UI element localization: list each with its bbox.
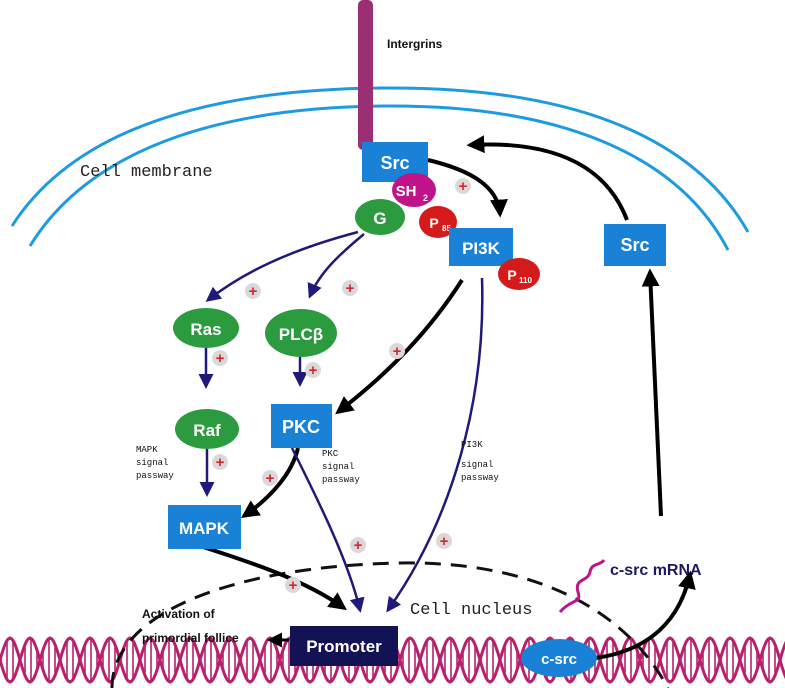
activation-line2: primordial follice: [142, 631, 239, 645]
plus-marker: +: [389, 343, 405, 360]
plus-symbol: +: [354, 537, 363, 554]
sh2-node: SH 2: [392, 173, 436, 207]
plus-symbol: +: [216, 350, 225, 367]
src-right-label: Src: [620, 235, 649, 255]
plus-marker: +: [245, 283, 261, 300]
p85-subscript: 85: [442, 224, 451, 233]
plus-marker: +: [436, 533, 452, 550]
plus-symbol: +: [393, 343, 402, 360]
arrow-mapk-to-promoter: [199, 544, 347, 611]
mapk-pathway-line2: signal: [136, 458, 168, 468]
plus-marker: +: [285, 577, 301, 594]
pi3k-label: PI3K: [462, 239, 501, 258]
sh2-label: SH: [396, 183, 417, 200]
c-src-gene-node: c-src: [521, 639, 597, 677]
pkc-pathway-line1: PKC: [322, 449, 339, 459]
plus-symbol: +: [249, 283, 258, 300]
cell-membrane: [10, 86, 750, 251]
plus-marker: +: [455, 178, 471, 195]
mapk-node: MAPK: [168, 505, 241, 549]
g-label: G: [373, 209, 386, 228]
dna-strand-b: [0, 636, 785, 684]
mrna-squiggle: [558, 559, 606, 614]
cell-nucleus-label: Cell nucleus: [410, 601, 532, 620]
pkc-node: PKC: [271, 404, 332, 448]
raf-node: Raf: [175, 409, 239, 449]
arrow-pkc-to-promoter: [290, 447, 365, 613]
plus-marker: +: [350, 537, 366, 554]
plcb-node: PLCβ: [265, 309, 337, 357]
p110-node: P 110: [498, 258, 540, 290]
ras-label: Ras: [190, 320, 221, 339]
activation-line1: Activation of: [142, 607, 216, 621]
promoter-node: Promoter: [290, 626, 398, 666]
ras-node: Ras: [173, 308, 239, 348]
arrow-src-to-pi3k: [427, 158, 508, 218]
arrow-g-to-plcb: [307, 233, 365, 299]
pkc-pathway-label: PKC signal passway: [322, 449, 360, 485]
plus-symbol: +: [440, 533, 449, 550]
pi3k-pathway-line2: signal: [461, 460, 493, 470]
mapk-label: MAPK: [179, 519, 230, 538]
plus-markers: + + + + + + + + + + +: [212, 178, 471, 594]
pkc-pathway-line2: signal: [322, 462, 354, 472]
p85-node: P 85: [419, 206, 457, 238]
plus-marker: +: [212, 454, 228, 471]
arrow-pi3k-to-pkc: [335, 278, 464, 415]
plus-symbol: +: [459, 178, 468, 195]
plus-marker: +: [262, 470, 278, 487]
plus-symbol: +: [216, 454, 225, 471]
plus-marker: +: [305, 362, 321, 379]
activation-label: Activation of primordial follice: [142, 607, 239, 645]
plus-symbol: +: [266, 470, 275, 487]
pi3k-pathway-label: PI3K signal passway: [461, 440, 499, 483]
plus-marker: +: [342, 280, 358, 297]
p85-label: P: [429, 215, 438, 231]
p110-subscript: 110: [519, 276, 532, 285]
plus-symbol: +: [309, 362, 318, 379]
arrow-pi3k-to-promoter: [386, 277, 484, 613]
g-node: G: [355, 199, 405, 235]
pi3k-node: PI3K: [449, 228, 513, 266]
plus-marker: +: [212, 350, 228, 367]
integrin-receptor: [358, 0, 373, 150]
c-src-label: c-src: [541, 651, 577, 668]
mapk-pathway-line1: MAPK: [136, 445, 158, 455]
nucleus-boundary: [110, 561, 670, 688]
plcb-label: PLCβ: [279, 325, 323, 344]
raf-label: Raf: [193, 421, 221, 440]
mapk-pathway-line3: passway: [136, 471, 174, 481]
sh2-subscript: 2: [423, 193, 428, 203]
src-right-node: Src: [604, 224, 666, 266]
mapk-pathway-label: MAPK signal passway: [136, 445, 174, 481]
arrow-src-to-src: [466, 135, 629, 221]
pkc-label: PKC: [282, 417, 320, 437]
arrow-csrc-to-mrna: [595, 570, 696, 660]
cell-membrane-label: Cell membrane: [80, 163, 213, 182]
plus-symbol: +: [346, 280, 355, 297]
intergrins-label: Intergrins: [387, 37, 443, 51]
arrow-g-to-ras: [205, 230, 359, 302]
plus-symbol: +: [289, 577, 298, 594]
src-top-label: Src: [380, 153, 409, 173]
pi3k-pathway-line3: passway: [461, 473, 499, 483]
pi3k-pathway-line1: PI3K: [461, 440, 483, 450]
p110-label: P: [507, 267, 516, 283]
pkc-pathway-line3: passway: [322, 475, 360, 485]
arrow-mrna-to-src: [641, 268, 663, 517]
promoter-label: Promoter: [306, 637, 382, 656]
